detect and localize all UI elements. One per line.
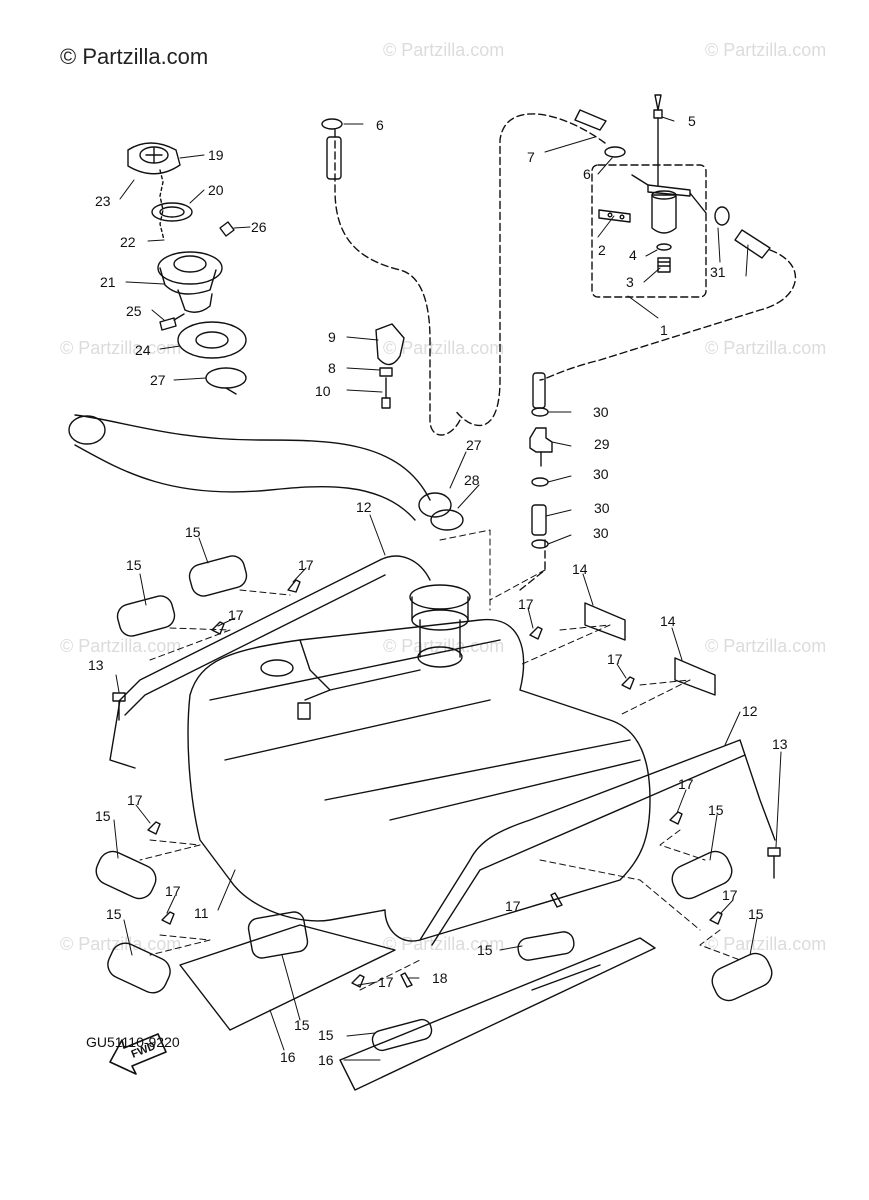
callout: 12 bbox=[742, 703, 758, 719]
callout: 24 bbox=[135, 342, 151, 358]
callout: 9 bbox=[328, 329, 336, 345]
callout: 17 bbox=[165, 883, 181, 899]
callout: 6 bbox=[583, 166, 591, 182]
callout: 17 bbox=[228, 607, 244, 623]
hose-holder bbox=[375, 323, 405, 409]
callout: 3 bbox=[626, 274, 634, 290]
callout: 15 bbox=[748, 906, 764, 922]
callout-labels: 1 2 3 4 5 6 6 7 8 9 10 11 12 12 13 13 14… bbox=[88, 113, 788, 1068]
callout: 8 bbox=[328, 360, 336, 376]
watermark: © Partzilla.com bbox=[383, 934, 505, 954]
callout: 30 bbox=[593, 466, 609, 482]
watermark: © Partzilla.com bbox=[705, 636, 827, 656]
callout: 30 bbox=[593, 525, 609, 541]
fwd-arrow-icon bbox=[109, 1033, 167, 1075]
callout: 17 bbox=[298, 557, 314, 573]
watermark: © Partzilla.com bbox=[383, 40, 505, 60]
partzilla-logo: © Partzilla.com bbox=[60, 44, 209, 69]
callout: 10 bbox=[315, 383, 331, 399]
bolts bbox=[112, 692, 781, 879]
watermark: © Partzilla.com bbox=[705, 40, 827, 60]
callout: 15 bbox=[95, 808, 111, 824]
callout: 6 bbox=[376, 117, 384, 133]
callout: 25 bbox=[126, 303, 142, 319]
callout: 17 bbox=[518, 596, 534, 612]
watermark: © Partzilla.com bbox=[383, 338, 505, 358]
callout: 27 bbox=[150, 372, 166, 388]
callout: 1 bbox=[660, 322, 668, 338]
callout: 20 bbox=[208, 182, 224, 198]
callout: 23 bbox=[95, 193, 111, 209]
diagram-code: GU51110-9220 bbox=[86, 1034, 180, 1050]
callout: 15 bbox=[708, 802, 724, 818]
callout: 7 bbox=[527, 149, 535, 165]
watermark: © Partzilla.com bbox=[60, 636, 182, 656]
fuel-tank bbox=[187, 584, 651, 942]
callout: 15 bbox=[106, 906, 122, 922]
callout: 30 bbox=[594, 500, 610, 516]
callout: 15 bbox=[477, 942, 493, 958]
callout: 21 bbox=[100, 274, 116, 290]
filler-hose bbox=[68, 414, 464, 531]
callout: 18 bbox=[432, 970, 448, 986]
callout: 17 bbox=[722, 887, 738, 903]
reference-lines bbox=[139, 529, 741, 991]
rubber-pads bbox=[95, 555, 773, 1052]
callout: 14 bbox=[572, 561, 588, 577]
callout: 11 bbox=[194, 905, 209, 921]
fuel-hoses bbox=[321, 109, 797, 591]
callout: 5 bbox=[688, 113, 696, 129]
callout: 17 bbox=[127, 792, 143, 808]
callout: 22 bbox=[120, 234, 136, 250]
fuel-filter-assembly bbox=[591, 94, 707, 298]
callout: 13 bbox=[772, 736, 788, 752]
fasteners bbox=[147, 579, 723, 988]
callout: 12 bbox=[356, 499, 372, 515]
watermark: © Partzilla.com bbox=[705, 934, 827, 954]
watermark: © Partzilla.com bbox=[60, 338, 182, 358]
callout: 17 bbox=[678, 776, 694, 792]
tank-bands bbox=[109, 555, 776, 946]
callout: 15 bbox=[318, 1027, 334, 1043]
callout: 14 bbox=[660, 613, 676, 629]
callout: 29 bbox=[594, 436, 610, 452]
callout: 31 bbox=[710, 264, 726, 280]
plates bbox=[179, 924, 656, 1091]
callout: 17 bbox=[378, 974, 394, 990]
callout: 16 bbox=[280, 1049, 296, 1065]
leader-lines bbox=[113, 116, 782, 1061]
watermark: © Partzilla.com bbox=[705, 338, 827, 358]
callout: 17 bbox=[607, 651, 623, 667]
callout: 28 bbox=[464, 472, 480, 488]
callout: 15 bbox=[126, 557, 142, 573]
callout: 26 bbox=[251, 219, 267, 235]
callout: 4 bbox=[629, 247, 637, 263]
callout: 17 bbox=[505, 898, 521, 914]
callout: 15 bbox=[185, 524, 201, 540]
callout: 16 bbox=[318, 1052, 334, 1068]
filler-cap-assembly bbox=[127, 142, 247, 395]
callout: 30 bbox=[593, 404, 609, 420]
callout: 13 bbox=[88, 657, 104, 673]
watermark: © Partzilla.com bbox=[383, 636, 505, 656]
callout: 27 bbox=[466, 437, 482, 453]
callout: 19 bbox=[208, 147, 224, 163]
callout: 2 bbox=[598, 242, 606, 258]
callout: 15 bbox=[294, 1017, 310, 1033]
